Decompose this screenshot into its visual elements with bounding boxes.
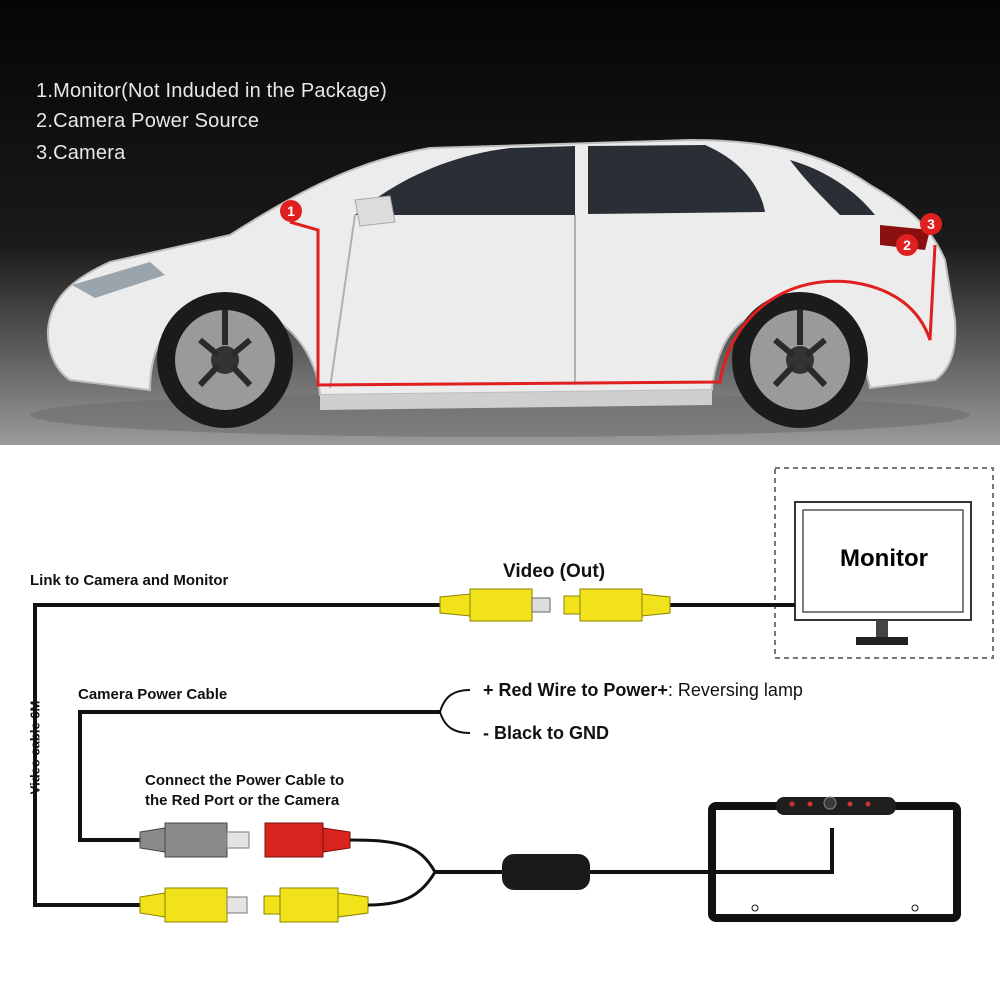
marker-2-label: 2 bbox=[903, 237, 911, 253]
car-photo: 1.Monitor(Not Induded in the Package) 2.… bbox=[0, 0, 1000, 445]
connect-instruction-line1: Connect the Power Cable to bbox=[145, 772, 345, 789]
license-plate-camera bbox=[708, 796, 961, 922]
red-power-port bbox=[264, 822, 351, 858]
marker-3: 3 bbox=[920, 213, 942, 235]
monitor-stand bbox=[856, 637, 908, 645]
video-out-plug-left bbox=[439, 588, 551, 622]
yellow-video-port-bottom bbox=[263, 887, 369, 923]
marker-2: 2 bbox=[896, 234, 918, 256]
marker-1: 1 bbox=[280, 200, 302, 222]
gray-power-plug bbox=[139, 822, 250, 858]
link-label: Link to Camera and Monitor bbox=[30, 572, 229, 589]
monitor-box bbox=[774, 467, 994, 659]
power-cable-label: Camera Power Cable bbox=[78, 686, 228, 703]
connect-instruction-line2: the Red Port or the Camera bbox=[145, 792, 340, 809]
monitor-label: Monitor bbox=[840, 545, 928, 572]
black-gnd-label: - Black to GND bbox=[483, 723, 610, 743]
cable-junction-box bbox=[502, 854, 590, 890]
legend-item-power-source: 2.Camera Power Source bbox=[36, 110, 260, 132]
power-cable bbox=[78, 710, 440, 842]
video-cable bbox=[33, 603, 440, 907]
red-wire-label-rest: : Reversing lamp bbox=[667, 680, 803, 700]
marker-3-label: 3 bbox=[927, 216, 935, 232]
video-cable-length-label: Video cable 6M bbox=[27, 700, 43, 795]
legend-item-camera: 3.Camera bbox=[36, 142, 126, 164]
video-out-plug-right bbox=[563, 588, 671, 622]
yellow-video-plug-bottom bbox=[139, 887, 248, 923]
legend-item-monitor: 1.Monitor(Not Induded in the Package) bbox=[36, 80, 387, 102]
monitor-screen bbox=[794, 501, 972, 621]
marker-1-label: 1 bbox=[287, 203, 295, 219]
red-wire-label: + Red Wire to Power+: Reversing lamp bbox=[483, 680, 803, 701]
red-wire-label-bold: + Red Wire to Power+ bbox=[483, 680, 668, 700]
car-illustration bbox=[30, 138, 970, 437]
wire-route bbox=[289, 220, 937, 387]
video-out-label: Video (Out) bbox=[503, 561, 606, 582]
